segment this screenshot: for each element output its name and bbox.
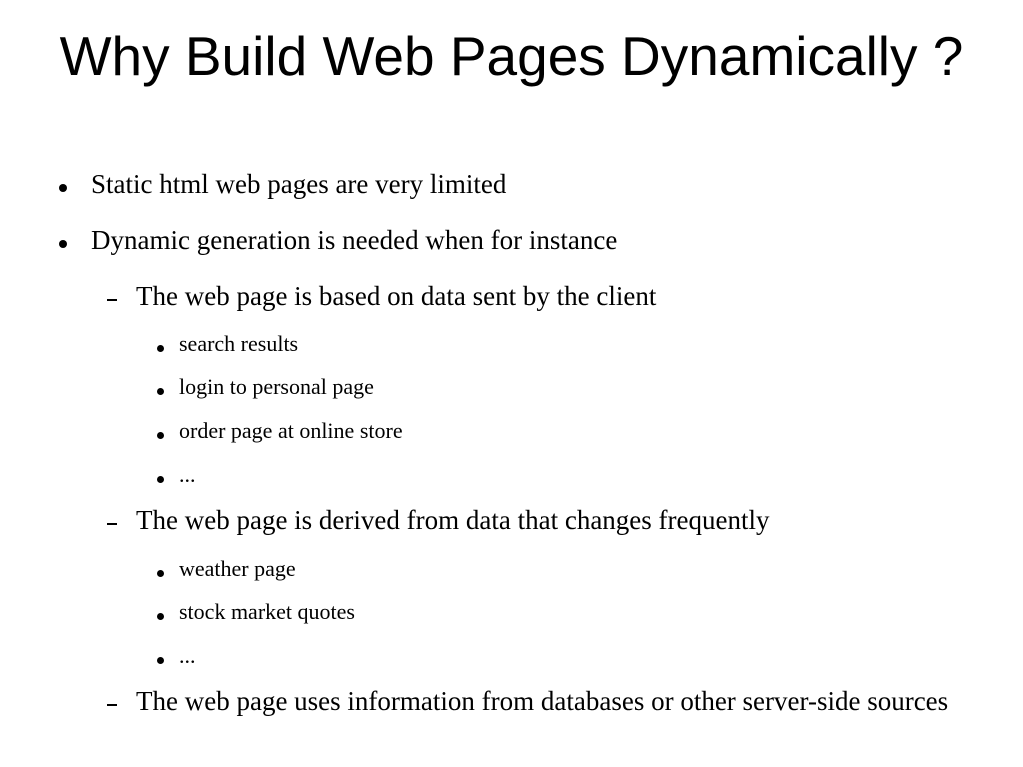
sub-bullet-changing-data: The web page is derived from data that c… <box>136 505 770 535</box>
slide-title: Why Build Web Pages Dynamically ? <box>59 25 964 87</box>
item-weather-page: weather page <box>179 556 296 581</box>
dash-marker <box>107 299 117 301</box>
dash-marker <box>107 704 117 706</box>
bullet-dot <box>157 570 164 577</box>
bullet-dot <box>157 345 164 352</box>
bullet-dot <box>157 388 164 395</box>
bullet-dot <box>59 240 67 248</box>
bullet-dynamic-generation: Dynamic generation is needed when for in… <box>91 225 618 255</box>
bullet-static-pages: Static html web pages are very limited <box>91 169 507 199</box>
sub-bullet-client-data: The web page is based on data sent by th… <box>136 281 657 311</box>
item-search-results: search results <box>179 331 299 356</box>
item-ellipsis: ... <box>179 643 196 668</box>
item-login-personal-page: login to personal page <box>179 374 374 399</box>
bullet-dot <box>157 476 164 483</box>
item-stock-quotes: stock market quotes <box>179 599 355 624</box>
item-order-page: order page at online store <box>179 418 403 443</box>
bullet-dot <box>157 613 164 620</box>
bullet-dot <box>157 432 164 439</box>
sub-bullet-databases: The web page uses information from datab… <box>136 686 949 716</box>
dash-marker <box>107 523 117 525</box>
bullet-dot <box>59 184 67 192</box>
bullet-dot <box>157 657 164 664</box>
item-ellipsis: ... <box>179 462 196 487</box>
